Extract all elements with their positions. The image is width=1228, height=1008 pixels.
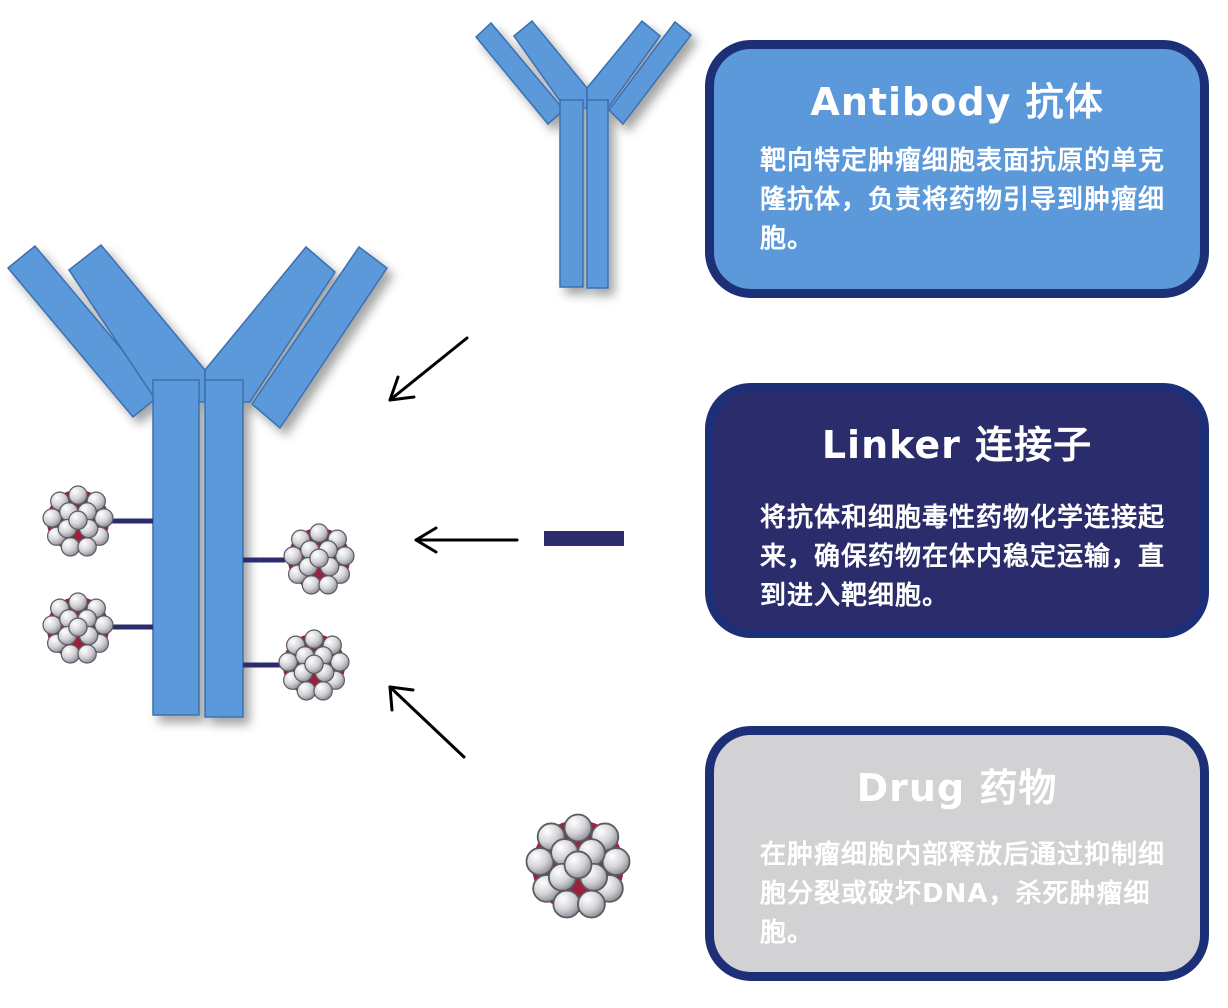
linker-card-body: 将抗体和细胞毒性药物化学连接起来，确保药物在体内稳定运输，直到进入靶细胞。 xyxy=(760,503,1166,611)
antibody-card: Antibody 抗体 靶向特定肿瘤细胞表面抗原的单克隆抗体，负责将药物引导到肿… xyxy=(705,40,1209,298)
linker-card: Linker 连接子 将抗体和细胞毒性药物化学连接起来，确保药物在体内稳定运输，… xyxy=(705,383,1209,638)
drug-molecule-icon xyxy=(283,523,355,595)
linker-bonds xyxy=(112,518,285,668)
arrow-icon xyxy=(414,526,519,554)
large-adc xyxy=(6,243,389,718)
small-antibody-icon xyxy=(474,19,693,289)
arrows xyxy=(388,336,519,759)
drug-card-title: Drug 药物 xyxy=(856,766,1058,810)
drug-molecule-icon xyxy=(42,592,114,664)
linker-bar-icon xyxy=(544,531,624,546)
large-antibody-icon xyxy=(6,243,389,718)
antibody-card-body: 靶向特定肿瘤细胞表面抗原的单克隆抗体，负责将药物引导到肿瘤细胞。 xyxy=(760,146,1166,254)
drug-card: Drug 药物 在肿瘤细胞内部释放后通过抑制细胞分裂或破坏DNA，杀死肿瘤细胞。 xyxy=(705,726,1209,981)
drug-card-body: 在肿瘤细胞内部释放后通过抑制细胞分裂或破坏DNA，杀死肿瘤细胞。 xyxy=(760,840,1166,948)
arrow-icon xyxy=(388,685,466,759)
antibody-card-title: Antibody 抗体 xyxy=(810,80,1104,124)
drug-legend-icon xyxy=(525,813,631,919)
drug-molecule-icon xyxy=(42,485,114,557)
arrow-icon xyxy=(388,336,469,402)
linker-card-title: Linker 连接子 xyxy=(821,423,1093,467)
drug-molecule-icon xyxy=(278,629,350,701)
